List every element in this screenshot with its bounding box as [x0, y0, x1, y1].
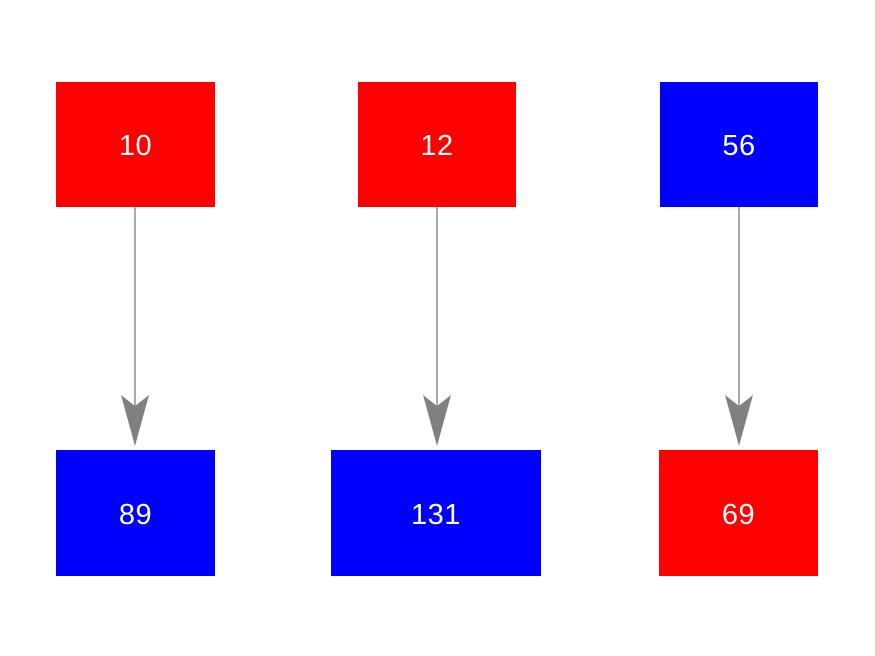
node-label: 56: [722, 130, 756, 162]
diagram-node-top-left: 10: [56, 82, 215, 207]
arrow-head-icon: [725, 395, 753, 446]
diagram-node-bottom-middle: 131: [331, 450, 541, 576]
node-label: 69: [721, 498, 756, 531]
diagram-node-bottom-left: 89: [56, 450, 215, 576]
node-label: 10: [118, 130, 153, 162]
node-label: 12: [420, 130, 454, 162]
diagram-node-bottom-right: 69: [659, 450, 818, 576]
diagram-node-top-right: 56: [660, 82, 818, 207]
arrow-head-icon: [121, 395, 149, 446]
edge-connector: [725, 207, 753, 446]
node-label: 131: [411, 498, 461, 531]
arrow-head-icon: [423, 395, 451, 446]
edge-connector: [121, 207, 149, 446]
node-label: 89: [118, 498, 153, 531]
diagram-node-top-middle: 12: [358, 82, 516, 207]
edge-connector: [423, 207, 451, 446]
